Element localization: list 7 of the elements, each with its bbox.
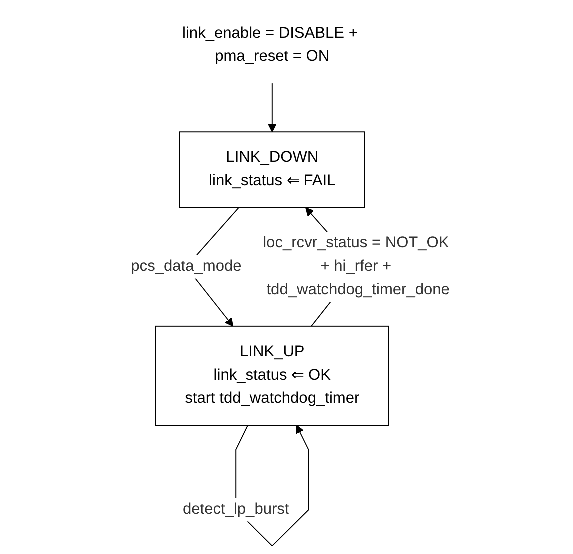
- edge-label: pcs_data_mode: [131, 258, 242, 275]
- node-text: link_enable = DISABLE + pma_reset = ON: [182, 25, 358, 66]
- node-box: LINK_UP link_status ⇐ OK start tdd_watchdog_timer: [156, 326, 390, 426]
- node-box: LINK_DOWN link_status ⇐ FAIL: [180, 132, 366, 208]
- arrow: [268, 83, 277, 133]
- edge-label: detect_lp_burst: [183, 501, 290, 518]
- edge-label: loc_rcvr_status = NOT_OK + hi_rfer + tdd_watchdog_timer_done: [263, 235, 450, 298]
